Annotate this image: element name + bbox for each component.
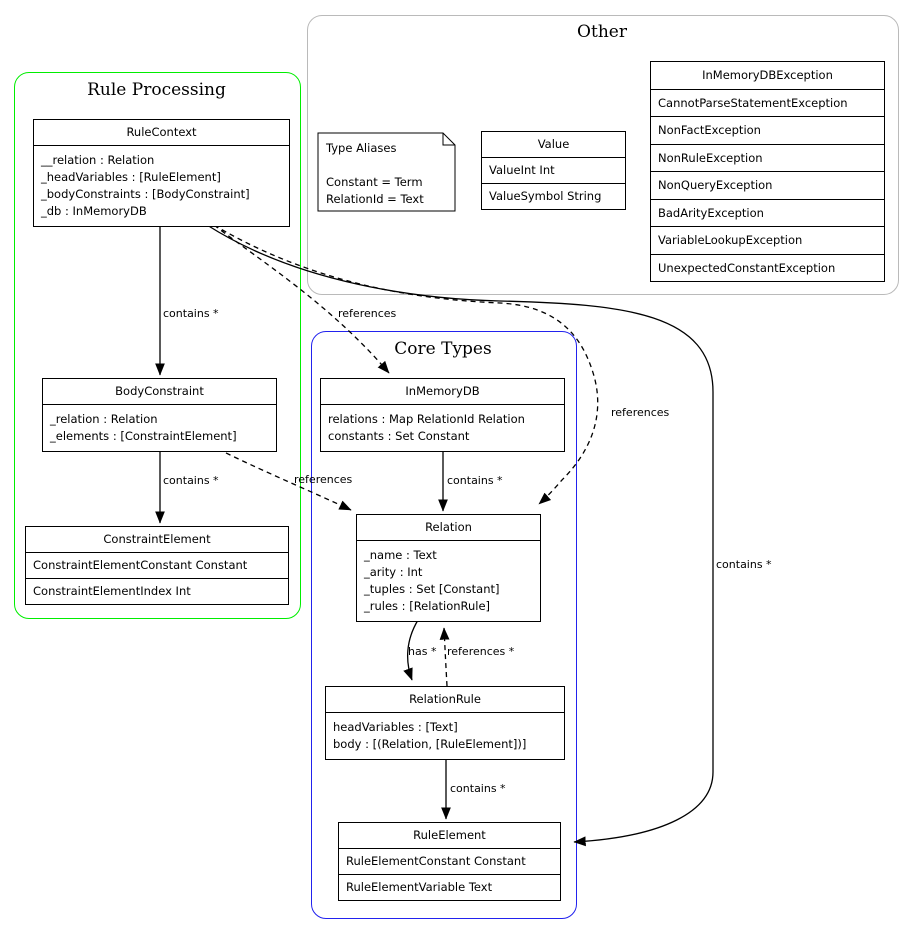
class-box-rulecontext: RuleContext __relation : Relation _headV… (33, 119, 290, 227)
edge-label-references: references (611, 406, 670, 419)
class-title: Relation (357, 515, 540, 541)
constructor-row: NonQueryException (651, 171, 884, 199)
constructor-row: RuleElementConstant Constant (346, 854, 526, 868)
class-attributes: __relation : Relation _headVariables : [… (34, 146, 289, 226)
edge-label-references: references (338, 307, 397, 320)
class-attribute: _name : Text (364, 548, 437, 562)
class-attribute: _elements : [ConstraintElement] (50, 429, 237, 443)
cluster-title-other: Other (577, 22, 627, 42)
edge-label-contains: contains * (447, 474, 503, 487)
class-attributes: relations : Map RelationId Relation cons… (321, 405, 564, 451)
constructor-row: UnexpectedConstantException (651, 253, 884, 282)
cluster-title-rule-processing: Rule Processing (87, 80, 226, 100)
constructor-row: RuleElementVariable Text (339, 874, 560, 900)
class-title: RelationRule (326, 687, 564, 713)
class-attribute: relations : Map RelationId Relation (328, 412, 525, 426)
class-title: BodyConstraint (43, 379, 276, 405)
edge-label-contains: contains * (716, 558, 772, 571)
constructor-row: BadArityException (651, 198, 884, 227)
class-attribute: _tuples : Set [Constant] (364, 582, 500, 596)
edge-label-references: references * (447, 645, 515, 658)
class-attributes: _name : Text _arity : Int _tuples : Set … (357, 541, 540, 621)
note-line: RelationId = Text (326, 192, 424, 206)
note-title: Type Aliases (326, 141, 397, 155)
class-attribute: _headVariables : [RuleElement] (41, 170, 221, 184)
edge-label-contains: contains * (163, 307, 219, 320)
class-attribute: _arity : Int (364, 565, 423, 579)
class-attributes: _relation : Relation _elements : [Constr… (43, 405, 276, 451)
class-box-ruleelement: RuleElement RuleElementConstant Constant… (338, 822, 561, 901)
class-box-inmemorydb: InMemoryDB relations : Map RelationId Re… (320, 378, 565, 452)
constructor-row: CannotParseStatementException (658, 95, 848, 110)
class-attribute: headVariables : [Text] (333, 720, 458, 734)
constructor-row: VariableLookupException (651, 226, 884, 254)
note-type-aliases: Type Aliases Constant = Term RelationId … (318, 133, 471, 215)
constructor-row: ValueInt Int (489, 163, 555, 177)
constructor-row: NonRuleException (651, 143, 884, 172)
class-title: ConstraintElement (26, 527, 288, 553)
class-box-inmemorydbexception: InMemoryDBException CannotParseStatement… (650, 61, 885, 282)
constructor-row: ValueSymbol String (482, 183, 625, 209)
edge-label-has: has * (408, 645, 437, 658)
class-box-relationrule: RelationRule headVariables : [Text] body… (325, 686, 565, 760)
class-title: InMemoryDB (321, 379, 564, 405)
class-attribute: constants : Set Constant (328, 429, 470, 443)
class-box-value: Value ValueInt Int ValueSymbol String (481, 131, 626, 210)
class-box-bodyconstraint: BodyConstraint _relation : Relation _ele… (42, 378, 277, 452)
class-box-relation: Relation _name : Text _arity : Int _tupl… (356, 514, 541, 622)
edge-label-contains: contains * (163, 474, 219, 487)
constructor-row: ConstraintElementConstant Constant (33, 558, 248, 572)
cluster-title-core-types: Core Types (394, 339, 492, 359)
edge-label-references: references (294, 473, 353, 486)
class-box-constraintelement: ConstraintElement ConstraintElementConst… (25, 526, 289, 605)
class-attribute: _bodyConstraints : [BodyConstraint] (41, 187, 250, 201)
constructor-row: NonFactException (651, 116, 884, 144)
class-title: Value (482, 132, 625, 158)
class-attributes: headVariables : [Text] body : [(Relation… (326, 713, 564, 759)
edge-label-contains: contains * (450, 782, 506, 795)
class-attribute: _db : InMemoryDB (41, 204, 147, 218)
note-line: Constant = Term (326, 175, 423, 189)
class-title: RuleContext (34, 120, 289, 146)
class-attribute: _rules : [RelationRule] (364, 599, 491, 613)
class-attribute: _relation : Relation (50, 412, 158, 426)
class-attribute: body : [(Relation, [RuleElement])] (333, 737, 527, 751)
constructor-row: ConstraintElementIndex Int (26, 578, 288, 604)
class-title: RuleElement (339, 823, 560, 849)
class-attribute: __relation : Relation (41, 153, 155, 167)
class-title: InMemoryDBException (651, 62, 884, 90)
